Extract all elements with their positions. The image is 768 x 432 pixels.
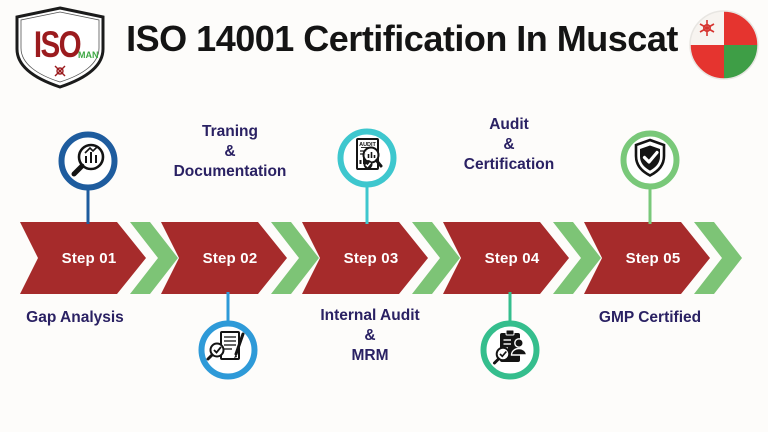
shield-check-icon	[634, 138, 666, 177]
caption-line: &	[503, 136, 515, 153]
step-arrow-5	[584, 222, 710, 294]
logo-oman-emblem-icon	[54, 65, 66, 77]
chevron-separator-2	[271, 222, 319, 294]
step-5-icon-node	[620, 130, 680, 224]
step-4-caption: Audit & Certification	[428, 115, 590, 175]
caption-line: MRM	[351, 347, 389, 364]
audit-report-magnifier-icon: AUDIT	[356, 138, 383, 170]
caption-line: Audit	[489, 116, 529, 133]
step-2-icon-node	[198, 292, 258, 380]
process-arrow-band	[20, 222, 742, 294]
flag-emblem-icon	[699, 20, 715, 36]
oman-flag-icon	[689, 10, 759, 80]
logo-iso-text: ISO	[34, 25, 81, 66]
step-5-caption: GMP Certified	[569, 308, 731, 328]
flag-green-quadrant	[724, 45, 758, 79]
step-1-caption: Gap Analysis	[5, 308, 145, 328]
step-3-caption: Internal Audit & MRM	[289, 306, 451, 366]
step-3-icon-node: AUDIT	[337, 128, 397, 224]
step-2-label: Step 02	[202, 250, 258, 267]
step-3-label: Step 03	[343, 250, 399, 267]
chevron-separator-4	[553, 222, 601, 294]
caption-line: &	[224, 143, 236, 160]
caption-line: Internal Audit	[320, 307, 420, 324]
caption-line: Traning	[202, 123, 258, 140]
step-1-icon-node	[58, 131, 118, 224]
audit-icon-text: AUDIT	[359, 142, 376, 148]
chevron-separator-3	[412, 222, 460, 294]
step-2-caption: Traning & Documentation	[149, 122, 311, 182]
step-arrow-1	[20, 222, 146, 294]
caption-line: Gap Analysis	[26, 309, 124, 326]
caption-line: &	[364, 327, 376, 344]
step-arrow-3	[302, 222, 428, 294]
logo-man-text: MAN	[78, 50, 99, 60]
magnifier-bar-chart-icon	[71, 143, 105, 177]
step-arrow-2	[161, 222, 287, 294]
page-title: ISO 14001 Certification In Muscat	[126, 18, 678, 59]
step-1-label: Step 01	[61, 250, 117, 267]
chevron-separator-5	[694, 222, 742, 294]
caption-line: Documentation	[173, 163, 287, 180]
chevron-separator-1	[130, 222, 178, 294]
logo-shield-inner-line	[20, 11, 100, 83]
step-arrow-4	[443, 222, 569, 294]
logo-shield	[15, 6, 105, 89]
step-4-icon-node	[480, 292, 540, 380]
step-4-label: Step 04	[484, 250, 540, 267]
caption-line: Certification	[463, 156, 555, 173]
document-pencil-magnifier-icon	[206, 331, 245, 361]
step-1-ring	[58, 131, 118, 191]
caption-line: GMP Certified	[598, 309, 702, 326]
clipboard-person-magnifier-icon	[493, 329, 528, 365]
step-5-label: Step 05	[625, 250, 681, 267]
isoman-logo: ISO MAN	[15, 6, 105, 89]
